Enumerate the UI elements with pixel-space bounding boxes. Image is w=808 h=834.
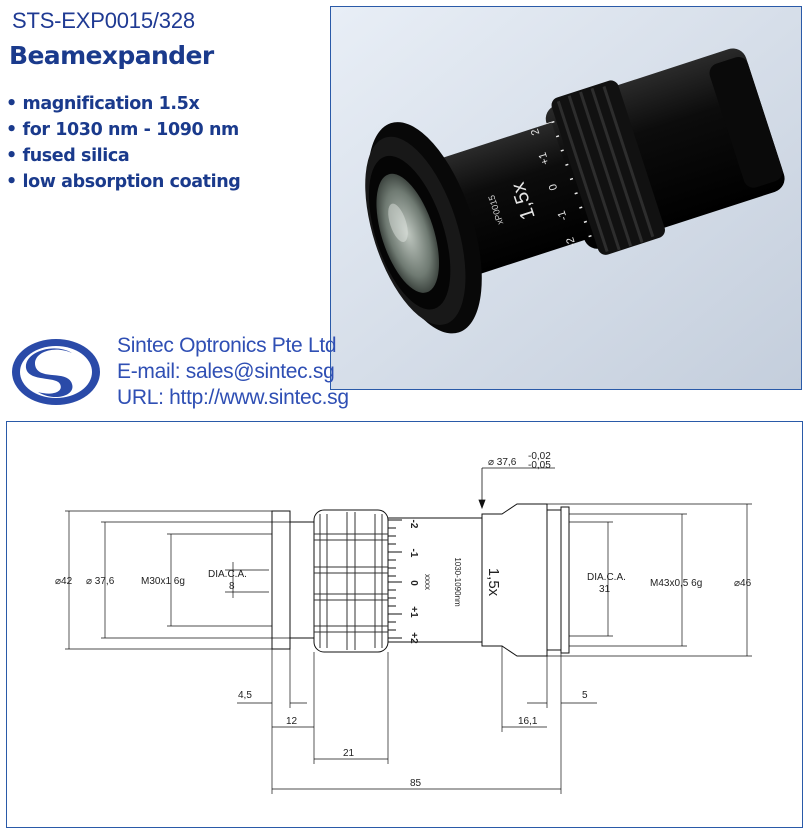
feature-item: • low absorption coating <box>6 172 241 192</box>
dim-5: 5 <box>582 690 588 701</box>
dim-16-1: 16,1 <box>518 716 538 727</box>
sintec-logo-icon <box>12 339 100 405</box>
drawing-scale-mark: -1 <box>408 549 419 558</box>
drawing-serial: xxxx <box>423 574 432 590</box>
right-ring <box>546 509 562 651</box>
dim-21: 21 <box>343 748 355 759</box>
part-number: STS-EXP0015/328 <box>12 8 195 33</box>
photo-scale-mark: -1 <box>556 209 570 222</box>
company-logo <box>8 336 104 408</box>
dim-4-5: 4,5 <box>238 690 252 701</box>
left-thread: M30x1 6g <box>141 576 185 587</box>
feature-list: • magnification 1.5x • for 1030 nm - 109… <box>6 92 241 196</box>
knurled-ring <box>313 509 389 653</box>
photo-scale-mark: 0 <box>547 182 560 192</box>
left-d376: ⌀ 37,6 <box>86 576 115 587</box>
right-thread: M43x0,5 6g <box>650 578 702 589</box>
top-diameter: ⌀ 37,6 <box>488 457 517 468</box>
company-info: Sintec Optronics Pte Ltd E-mail: sales@s… <box>117 333 349 411</box>
left-dia-ca: DIA.C.A. <box>208 569 247 580</box>
drawing-scale-mark: +1 <box>408 606 419 618</box>
photo-scale-mark: +1 <box>537 151 552 167</box>
top-tolerance-lower: -0,05 <box>528 460 551 471</box>
feature-item: • for 1030 nm - 1090 nm <box>6 120 239 140</box>
drawing-scale-mark: -2 <box>408 520 419 529</box>
photo-scale-mark: 2 <box>529 127 542 137</box>
technical-drawing: 1,5x 1030-1090nm xxxx -2 -1 0 +1 +2 ⌀ 37… <box>55 451 752 794</box>
feature-item: • fused silica <box>6 146 130 166</box>
top-tolerance-upper: -0,02 <box>528 451 551 462</box>
left-ring <box>289 521 315 639</box>
beam-expander-photo-illustration: 1,5x xP0015 2 +1 0 -1 -2 <box>331 7 801 389</box>
drawing-scale-mark: 0 <box>408 580 419 586</box>
company-email[interactable]: E-mail: sales@sintec.sg <box>117 360 335 383</box>
drawing-wavelength: 1030-1090nm <box>453 557 462 607</box>
drawing-magnification: 1,5x <box>485 568 502 597</box>
company-name: Sintec Optronics Pte Ltd <box>117 334 337 357</box>
feature-item: • magnification 1.5x <box>6 94 200 114</box>
right-dia-ca-value: 31 <box>599 584 611 595</box>
company-url[interactable]: URL: http://www.sintec.sg <box>117 386 349 409</box>
right-d46: ⌀46 <box>734 578 752 589</box>
product-photo: 1,5x xP0015 2 +1 0 -1 -2 <box>330 6 802 390</box>
left-flange <box>271 510 291 650</box>
drawing-scale-mark: +2 <box>408 632 419 644</box>
right-dia-ca: DIA.C.A. <box>587 572 626 583</box>
dim-12: 12 <box>286 716 298 727</box>
left-d42: ⌀42 <box>55 576 73 587</box>
technical-drawing-frame: 1,5x 1030-1090nm xxxx -2 -1 0 +1 +2 ⌀ 37… <box>6 421 803 828</box>
dim-85: 85 <box>410 778 422 789</box>
left-dia-ca-value: 8 <box>229 581 235 592</box>
photo-scale-mark: -2 <box>564 236 578 249</box>
product-title: Beamexpander <box>9 41 214 70</box>
